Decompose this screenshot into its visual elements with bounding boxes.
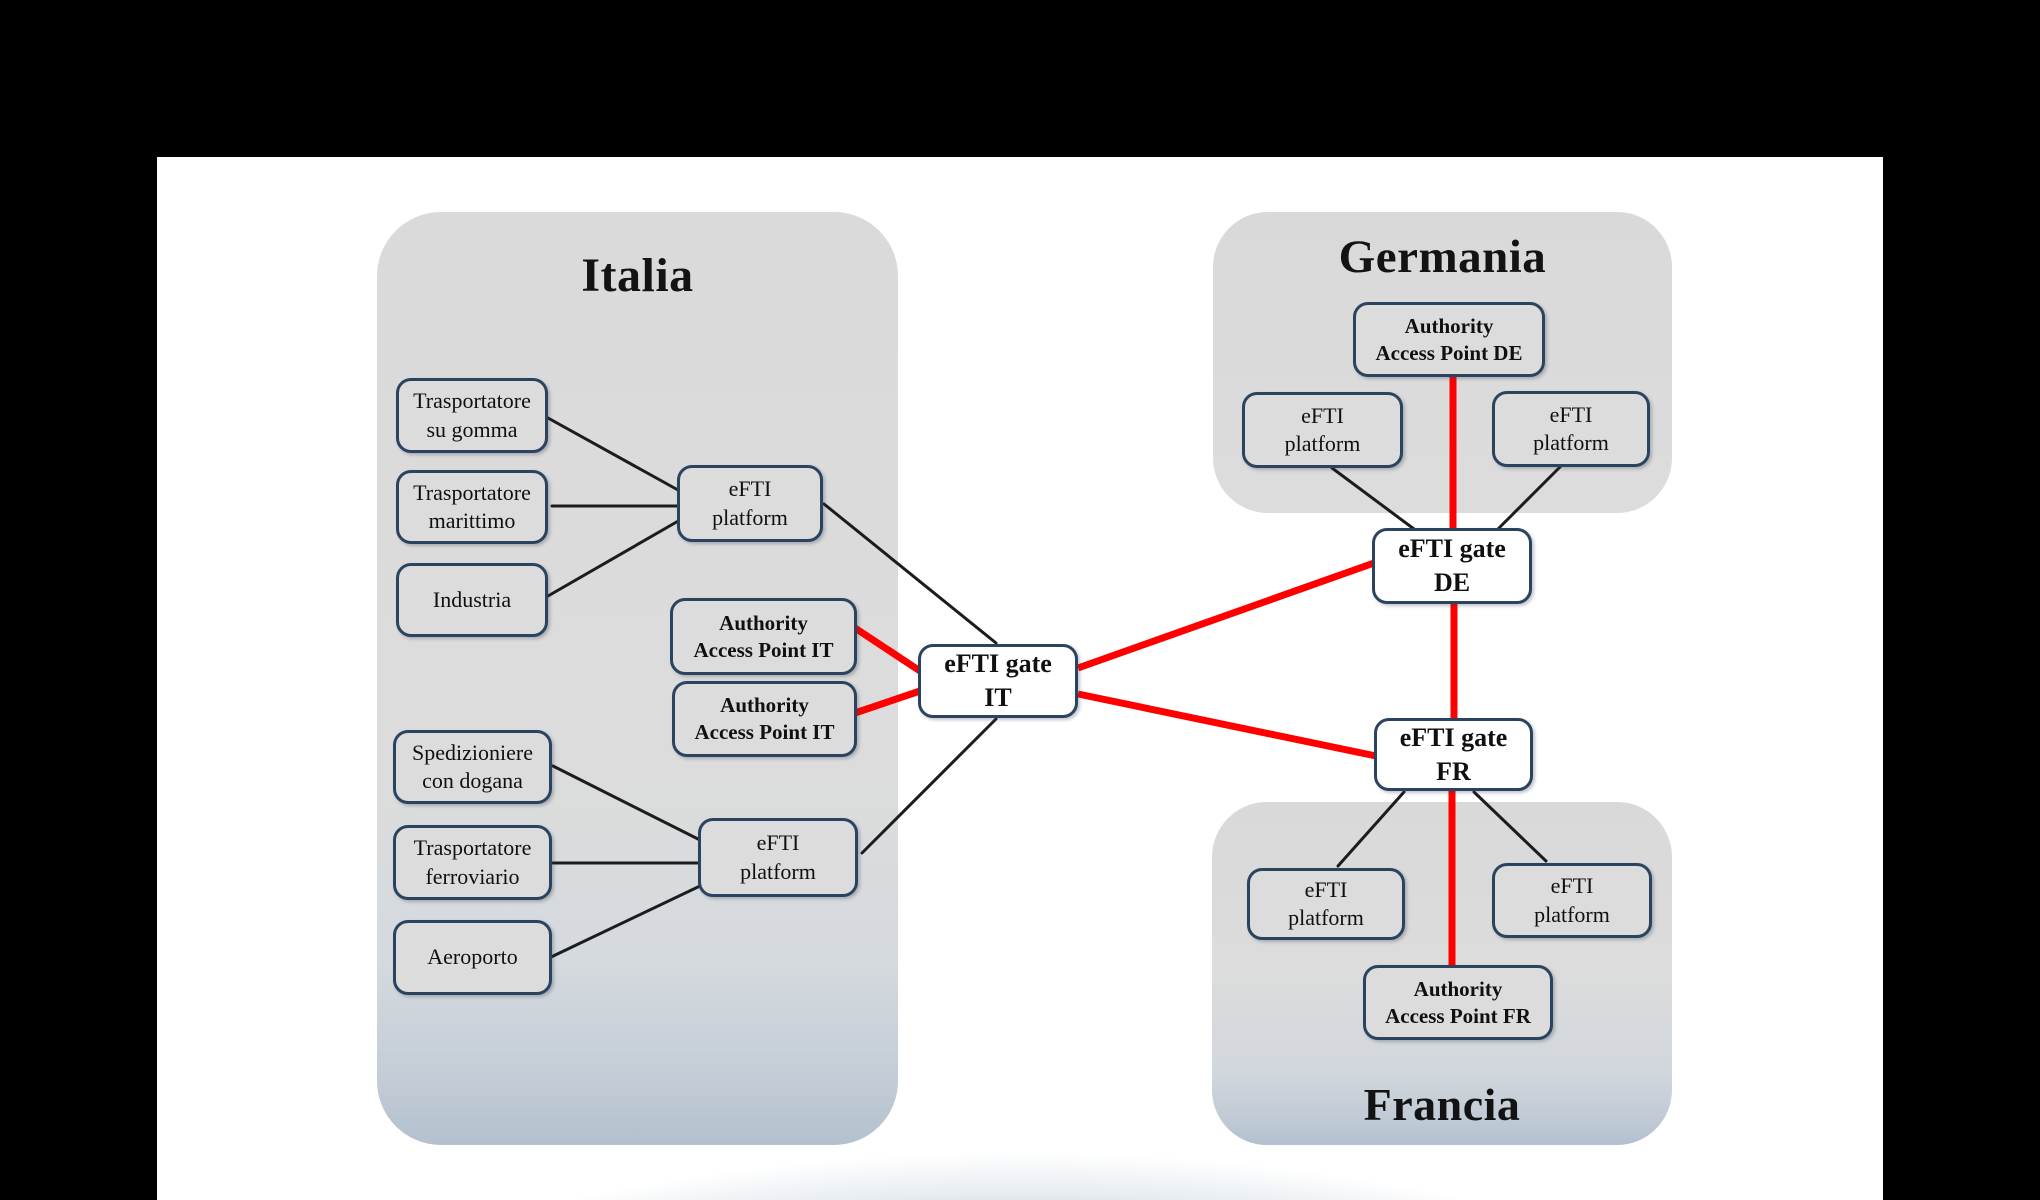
connector-platform2-gateit	[860, 717, 998, 855]
connector-gateit-gatede	[1076, 559, 1376, 672]
connector-aapit2-gateit	[853, 687, 922, 717]
connector-gatefr-frplatr	[1472, 790, 1548, 863]
connector-spedizioniere-platform	[551, 764, 702, 842]
connector-gatefr-frplatl	[1336, 790, 1406, 868]
node-trasportatore-su-gomma: Trasportatore su gomma	[396, 378, 548, 453]
connector-aapit1-gateit	[853, 625, 922, 674]
node-trasportatore-ferroviario: Trasportatore ferroviario	[393, 825, 552, 900]
connector-deplatr-gatede	[1496, 465, 1562, 531]
node-efti-platform-fr-1: eFTI platform	[1247, 868, 1405, 940]
node-authority-access-point-it-1: Authority Access Point IT	[670, 598, 857, 675]
connector-industria-platform	[546, 518, 682, 598]
connector-aeroporto-platform	[547, 884, 702, 960]
panel-title-francia: Francia	[1363, 1079, 1521, 1130]
connector-gateit-gatefr	[1077, 690, 1377, 760]
node-efti-gate-fr: eFTI gate FR	[1374, 718, 1533, 791]
node-spedizioniere-con-dogana: Spedizioniere con dogana	[393, 730, 552, 804]
connector-sugomma-platform	[546, 416, 680, 492]
node-efti-gate-it: eFTI gate IT	[918, 644, 1078, 718]
node-trasportatore-marittimo: Trasportatore marittimo	[396, 470, 548, 544]
node-efti-gate-de: eFTI gate DE	[1372, 528, 1532, 604]
connector-platform1-gateit	[822, 502, 998, 645]
node-industria: Industria	[396, 563, 548, 637]
node-efti-platform-de-1: eFTI platform	[1242, 392, 1403, 468]
node-efti-platform-it-2: eFTI platform	[698, 818, 858, 897]
node-authority-access-point-it-2: Authority Access Point IT	[672, 681, 857, 757]
node-aeroporto: Aeroporto	[393, 920, 552, 995]
node-authority-access-point-de: Authority Access Point DE	[1353, 302, 1545, 377]
panel-title-italia: Italia	[581, 249, 694, 302]
node-efti-platform-it-1: eFTI platform	[677, 465, 823, 542]
connector-deplatl-gatede	[1330, 466, 1416, 531]
node-efti-platform-fr-2: eFTI platform	[1492, 863, 1652, 938]
node-efti-platform-de-2: eFTI platform	[1492, 391, 1650, 467]
panel-title-germania: Germania	[1338, 231, 1547, 283]
node-authority-access-point-fr: Authority Access Point FR	[1363, 965, 1553, 1040]
